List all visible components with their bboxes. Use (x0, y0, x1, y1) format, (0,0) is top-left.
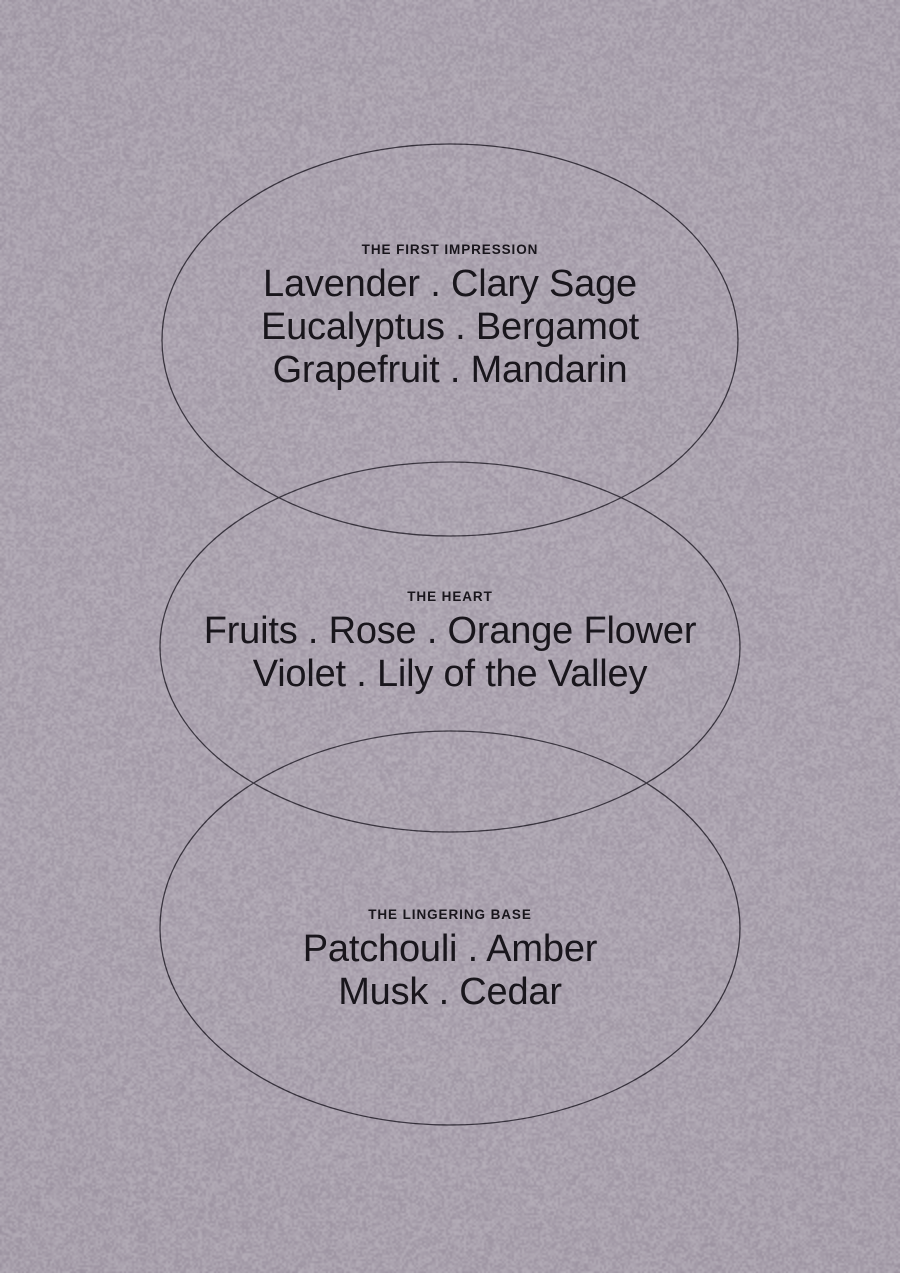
note-line-top-1: Lavender . Clary Sage (263, 262, 637, 305)
note-heading-top: THE FIRST IMPRESSION (361, 242, 539, 257)
note-line-base-2: Musk . Cedar (338, 970, 562, 1013)
note-group-base: THE LINGERING BASE Patchouli . Amber Mus… (0, 908, 900, 1014)
note-line-top-3: Grapefruit . Mandarin (272, 348, 628, 391)
note-heading-heart: THE HEART (407, 589, 493, 604)
note-group-heart: THE HEART Fruits . Rose . Orange Flower … (0, 590, 900, 696)
note-line-top-2: Eucalyptus . Bergamot (260, 305, 640, 348)
note-line-heart-2: Violet . Lily of the Valley (252, 652, 648, 695)
note-group-top: THE FIRST IMPRESSION Lavender . Clary Sa… (0, 243, 900, 392)
note-line-base-1: Patchouli . Amber (302, 927, 598, 970)
note-line-heart-1: Fruits . Rose . Orange Flower (203, 609, 697, 652)
note-heading-base: THE LINGERING BASE (368, 907, 532, 922)
